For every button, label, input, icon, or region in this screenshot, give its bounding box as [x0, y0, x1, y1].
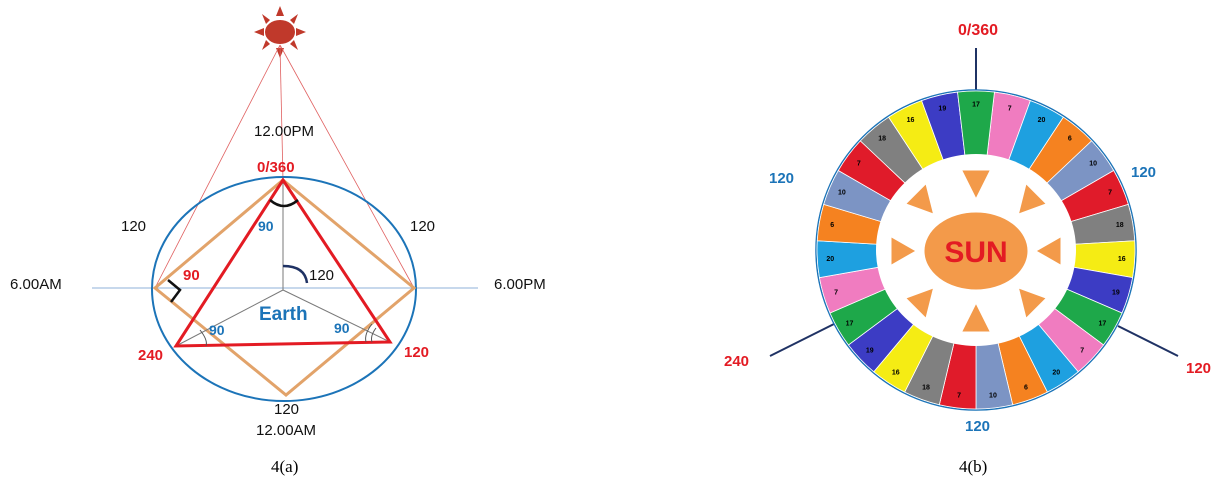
orange-diamond: [152, 178, 417, 397]
arrow-icon: [888, 232, 922, 270]
segment-number: 16: [1118, 256, 1126, 263]
segment-number: 20: [826, 256, 834, 263]
noon-label: 12.00PM: [254, 123, 314, 140]
br-angle-label: 90: [334, 320, 350, 336]
earth-label: Earth: [259, 304, 308, 325]
morning-label: 6.00AM: [10, 276, 62, 293]
upper-left-120-label: 120: [769, 170, 794, 187]
upper-right-120-label: 120: [1131, 164, 1156, 181]
sun-disc: [921, 209, 1031, 293]
segment-number: 19: [866, 348, 874, 355]
segment-number: 7: [1108, 190, 1112, 197]
segment-number: 7: [834, 289, 838, 296]
sun-label: SUN: [944, 236, 1007, 269]
bottom-120-label: 120: [274, 401, 299, 418]
top-position-label: 0/360: [257, 159, 295, 176]
earth-orbit: [151, 176, 417, 402]
figure-4a: 12.00PM 0/360 120 120 6.00AM 6.00PM 90 1…: [10, 6, 546, 476]
segment-number: 17: [972, 102, 980, 109]
left-angle-label: 90: [183, 267, 200, 284]
left-120-label: 120: [121, 218, 146, 235]
segment-number: 16: [907, 117, 915, 124]
sun-icon: [254, 6, 306, 58]
segment-number: 19: [938, 105, 946, 112]
segment-number: 10: [1089, 160, 1097, 167]
right-angle-mark: [167, 279, 182, 303]
top-position-label: 0/360: [958, 22, 998, 39]
segment-number: 17: [1099, 321, 1107, 328]
arrow-icon: [1014, 178, 1051, 219]
bottom-120-label: 120: [965, 418, 990, 435]
inner-lines: [175, 180, 391, 347]
segment-number: 6: [830, 222, 834, 229]
segment-number: 6: [1068, 136, 1072, 143]
lower-left-240-label: 240: [724, 353, 749, 370]
bl-angle-arc: [199, 329, 207, 347]
segment-number: 7: [957, 393, 961, 400]
evening-label: 6.00PM: [494, 276, 546, 293]
right-red-label: 120: [404, 344, 429, 361]
segment-number: 19: [1112, 289, 1120, 296]
segment-number: 18: [878, 136, 886, 143]
br-angle-arc: [365, 323, 373, 343]
arrow-icon: [1030, 232, 1064, 270]
lower-right-120-label: 120: [1186, 360, 1211, 377]
bl-angle-label: 90: [209, 322, 225, 338]
segment-number: 10: [989, 393, 997, 400]
arrow-icon: [957, 167, 995, 205]
segment-number: 7: [1080, 348, 1084, 355]
segment-number: 6: [1024, 385, 1028, 392]
br-angle-arc-2: [371, 327, 377, 343]
segment-number: 18: [922, 385, 930, 392]
red-triangle: [173, 177, 393, 348]
segment-number: 7: [1008, 105, 1012, 112]
center-120-label: 120: [309, 267, 334, 284]
figure-4b: 7 20 6 10 7 18 16 19 17 7 20 6 10 7 18 16 19 17 7 20 6 10 7 18 1…: [724, 22, 1211, 476]
segment-number: 18: [1116, 222, 1124, 229]
right-120-label: 120: [410, 218, 435, 235]
segment-number: 7: [857, 160, 861, 167]
caption-4b: 4(b): [959, 457, 987, 476]
segment-number: 20: [1038, 117, 1046, 124]
left-red-label: 240: [138, 347, 163, 364]
midnight-label: 12.00AM: [256, 422, 316, 439]
segment-number: 10: [838, 190, 846, 197]
top-angle-arc: [269, 199, 299, 208]
segment-number: 20: [1052, 369, 1060, 376]
arrow-icon: [901, 283, 938, 324]
arrow-icon: [1014, 283, 1051, 324]
center-angle-arc: [282, 264, 309, 284]
top-angle-label: 90: [258, 218, 274, 234]
segment-number: 16: [892, 369, 900, 376]
arrow-icon: [957, 297, 995, 335]
segment-number: 17: [846, 321, 854, 328]
arrow-icon: [901, 178, 938, 219]
sun-arrows: [888, 167, 1064, 335]
sun-rays: [154, 44, 415, 289]
caption-4a: 4(a): [271, 457, 298, 476]
